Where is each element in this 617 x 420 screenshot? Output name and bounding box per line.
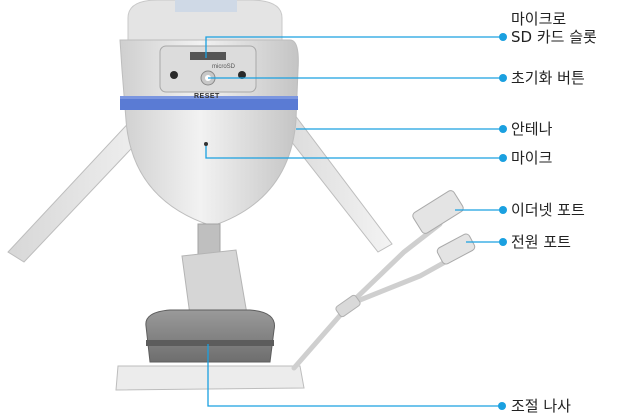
- label-sd-slot-line2: SD 카드 슬롯: [511, 28, 597, 46]
- ethernet-connector: [412, 190, 464, 234]
- rear-panel: [159, 45, 257, 93]
- label-power-port: 전원 포트: [511, 233, 571, 251]
- blue-band: [120, 96, 298, 110]
- power-connector: [436, 233, 476, 265]
- label-microphone: 마이크: [511, 149, 553, 167]
- leader-screw: [207, 344, 499, 407]
- label-ethernet-port: 이더넷 포트: [511, 201, 585, 219]
- svg-text:microSD: microSD: [212, 64, 236, 70]
- base-plate: [115, 365, 305, 391]
- label-reset-button: 초기화 버튼: [511, 69, 585, 87]
- label-antenna: 안테나: [511, 120, 553, 138]
- camera-dome: [127, 0, 283, 47]
- base-knob: [145, 309, 275, 363]
- label-sd-slot: 마이크로 SD 카드 슬롯: [511, 10, 597, 46]
- leader-sd: [205, 36, 501, 58]
- label-adjust-screw: 조절 나사: [511, 397, 571, 415]
- cable-a: [291, 221, 443, 371]
- leader-mic: [205, 146, 501, 159]
- label-sd-slot-line1: 마이크로: [511, 10, 567, 28]
- svg-text:RESET: RESET: [194, 93, 220, 100]
- cable-b: [347, 253, 459, 307]
